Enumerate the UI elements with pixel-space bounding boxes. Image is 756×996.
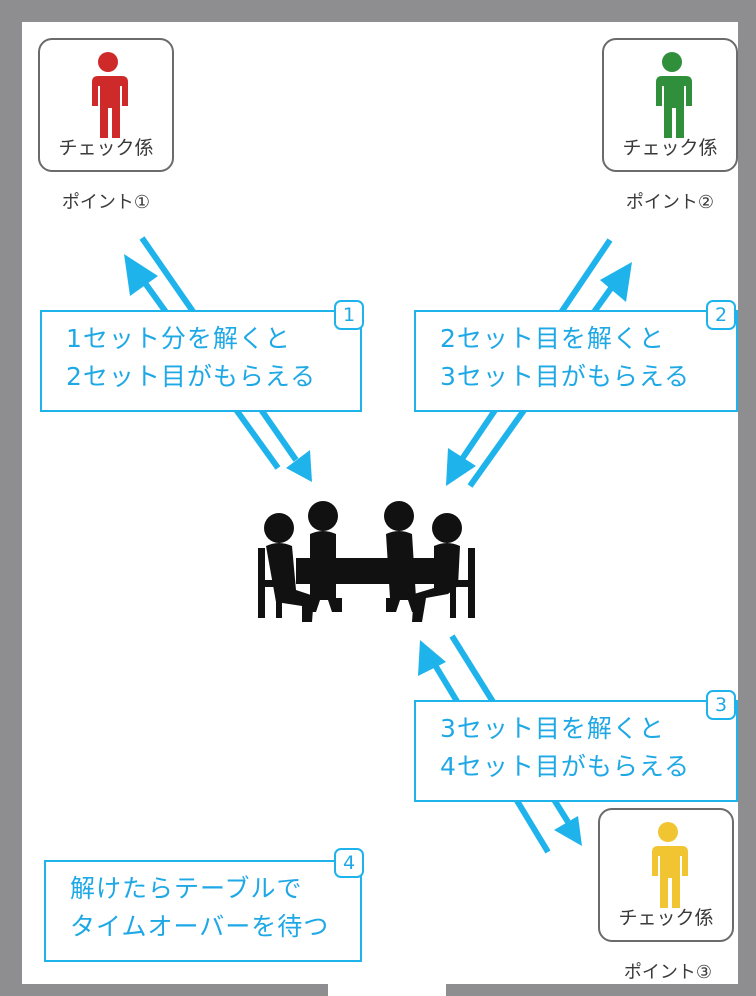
station-point-1: チェック係 [38, 38, 174, 172]
person-4-head [432, 513, 462, 543]
step-3-line-1: 3セット目を解くと [440, 714, 665, 743]
step-box-1: 1セット分を解くと 2セット目がもらえる [40, 310, 362, 412]
chair-left-seat [258, 580, 282, 587]
step-2-line-2: 3セット目がもらえる [440, 362, 691, 391]
step-badge-2: 2 [706, 300, 736, 330]
wall-bottom-left [0, 984, 328, 996]
point-label-1: ポイント① [61, 192, 151, 213]
station-point-2: チェック係 [602, 38, 738, 172]
station-role-label: チェック係 [622, 137, 718, 159]
arrowhead-from-point-2 [446, 448, 476, 486]
arrowhead-to-point-2 [600, 262, 632, 302]
arrowhead-to-point-3 [554, 816, 582, 846]
station-point-3: チェック係 [598, 808, 734, 942]
meeting-table-icon [258, 501, 475, 622]
step-badge-3: 3 [706, 690, 736, 720]
wall-bottom-right [446, 984, 756, 996]
step-badge-1: 1 [334, 300, 364, 330]
chair-right-seat [450, 580, 474, 587]
step-4-line-1: 解けたらテーブルで [70, 874, 303, 903]
person-icon-green [656, 52, 692, 138]
arrowhead-to-table [418, 640, 446, 676]
person-3-head [384, 501, 414, 531]
arrowhead-from-point-1 [286, 450, 312, 482]
person-2-head [308, 501, 338, 531]
step-2-line-1: 2セット目を解くと [440, 324, 665, 353]
person-4-body [412, 543, 460, 622]
chair-right-leg [450, 580, 456, 618]
step-box-4: 解けたらテーブルで タイムオーバーを待つ [44, 860, 362, 962]
person-1-body [266, 543, 314, 622]
point-label-3: ポイント③ [623, 962, 713, 983]
wall-top [0, 0, 756, 22]
step-box-2: 2セット目を解くと 3セット目がもらえる [414, 310, 738, 412]
person-1-head [264, 513, 294, 543]
step-3-line-2: 4セット目がもらえる [440, 752, 691, 781]
person-3-body [386, 531, 422, 612]
step-badge-4: 4 [334, 848, 364, 878]
wall-left [0, 0, 22, 996]
person-icon-yellow [652, 822, 688, 908]
station-role-label: チェック係 [58, 137, 154, 159]
step-4-line-2: タイムオーバーを待つ [70, 912, 330, 941]
wall-right [738, 0, 756, 996]
arrowhead-to-point-1 [124, 254, 158, 296]
person-2-body [306, 531, 342, 612]
step-1-line-1: 1セット分を解くと [66, 324, 291, 353]
step-1-line-2: 2セット目がもらえる [66, 362, 317, 391]
point-label-2: ポイント② [625, 192, 715, 213]
station-role-label: チェック係 [618, 907, 714, 929]
person-icon-red [92, 52, 128, 138]
step-box-3: 3セット目を解くと 4セット目がもらえる [414, 700, 738, 802]
